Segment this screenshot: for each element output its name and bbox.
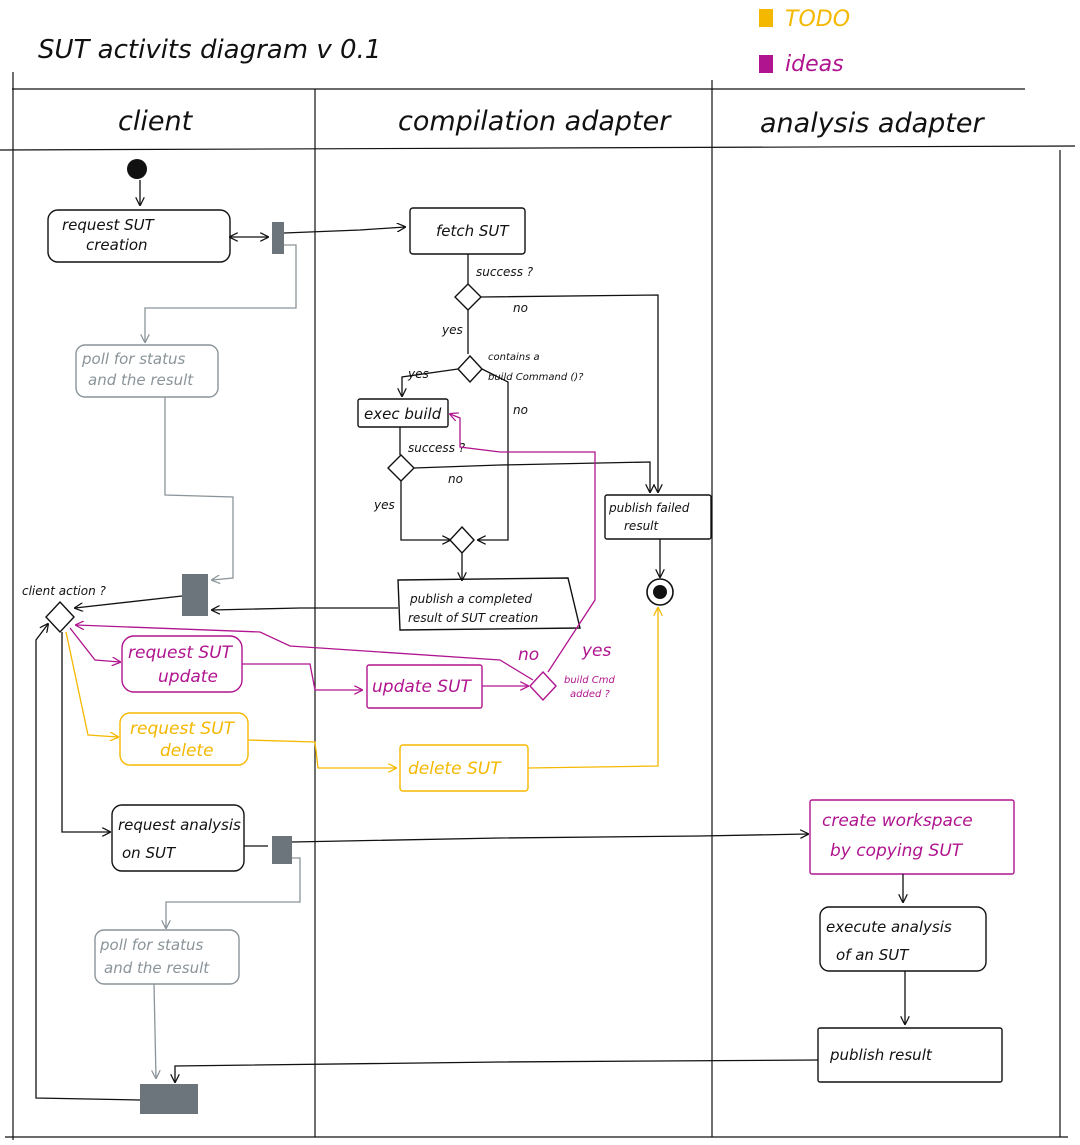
edge-build-cmd-no	[76, 625, 534, 681]
join-bar-2	[140, 1084, 198, 1114]
request-sut-delete-line1: request SUT	[130, 719, 236, 739]
legend-ideas-swatch	[759, 55, 773, 73]
label-no-2: no	[513, 403, 528, 417]
diagram-title: SUT activits diagram v 0.1	[38, 35, 381, 65]
edge-loop-back-to-decision	[35, 624, 141, 1101]
request-sut-creation-line2: creation	[86, 236, 148, 254]
edge-fork-to-fetch	[283, 227, 405, 234]
legend-todo-label: TODO	[785, 7, 850, 32]
edge-build-cmd-yes	[450, 414, 596, 673]
request-analysis-action	[111, 804, 245, 872]
label-no-3: no	[448, 472, 463, 486]
publish-result-label: publish result	[829, 1046, 933, 1064]
publish-completed-line2: result of SUT creation	[408, 611, 538, 625]
label-no-4: no	[518, 645, 539, 665]
legend-ideas: ideas	[759, 52, 844, 77]
publish-completed-action	[397, 577, 581, 631]
edge-to-request-update	[69, 627, 120, 662]
label-yes-3: yes	[373, 498, 395, 512]
edge-build-ok	[400, 481, 450, 540]
request-sut-delete-line2: delete	[160, 741, 214, 761]
publish-result-action	[817, 1027, 1003, 1083]
lane-title-compilation-adapter: compilation adapter	[398, 106, 672, 137]
create-workspace-line2: by copying SUT	[830, 841, 964, 861]
edge-poll-2-to-join	[154, 983, 156, 1078]
poll-status-1-line1: poll for status	[81, 350, 185, 368]
poll-status-action-2	[94, 929, 240, 985]
edge-fork-to-poll	[145, 244, 297, 342]
merge-node	[449, 525, 475, 555]
edge-request-update-to-update	[242, 663, 362, 690]
update-sut-label: update SUT	[372, 677, 473, 697]
publish-failed-line1: publish failed	[608, 501, 690, 515]
label-yes-1: yes	[441, 323, 463, 337]
edge-build-no	[478, 368, 509, 540]
final-node-outer	[646, 578, 674, 606]
create-workspace-action	[809, 799, 1015, 875]
exec-build-label: exec build	[364, 405, 442, 423]
execute-analysis-line2: of an SUT	[836, 946, 910, 964]
edge-poll-to-join-1	[164, 397, 234, 580]
execute-analysis-line1: execute analysis	[826, 918, 952, 936]
decision-client-action	[45, 600, 75, 634]
initial-node	[127, 159, 147, 179]
edge-to-request-analysis	[61, 632, 110, 832]
label-success-2: success ?	[408, 441, 466, 455]
label-build-cmd-added-1: build Cmd	[564, 675, 615, 686]
legend-todo: TODO	[759, 7, 850, 32]
lane-header-line	[0, 145, 1076, 151]
edge-fork-to-create-workspace	[291, 834, 808, 843]
request-sut-delete-action	[119, 712, 249, 766]
edge-request-delete-to-delete	[247, 739, 396, 768]
join-bar-1	[182, 574, 208, 616]
final-node-inner	[653, 585, 667, 599]
label-yes-2: yes	[407, 367, 429, 381]
edge-join-to-decision	[75, 595, 183, 608]
swimlane-grid	[0, 72, 1076, 1140]
fork-bar-1	[272, 222, 284, 254]
edge-build-fail	[413, 461, 650, 492]
lane-title-client: client	[118, 106, 194, 137]
poll-status-2-line2: and the result	[104, 959, 210, 977]
request-sut-update-line1: request SUT	[128, 643, 234, 663]
decision-build-cmd-added	[529, 670, 557, 702]
edge-publish-to-join	[212, 608, 398, 610]
create-workspace-line1: create workspace	[822, 811, 973, 831]
publish-failed-action	[604, 494, 712, 540]
publish-failed-line2: result	[624, 519, 660, 533]
request-sut-creation-line1: request SUT	[62, 216, 156, 234]
lane-title-analysis-adapter: analysis adapter	[760, 108, 985, 139]
edge-build-yes	[402, 368, 459, 396]
edge-delete-to-final	[527, 608, 658, 769]
label-yes-4: yes	[581, 641, 612, 661]
label-no-1: no	[513, 301, 528, 315]
edge-to-request-delete	[65, 631, 118, 737]
request-analysis-line2: on SUT	[122, 844, 177, 862]
request-sut-update-line2: update	[158, 667, 218, 687]
label-contains-build-1: contains a	[488, 352, 540, 363]
label-contains-build-2: build Command ()?	[488, 372, 584, 383]
label-client-action: client action ?	[22, 584, 107, 598]
fork-bar-2	[272, 836, 292, 864]
poll-status-action-1	[75, 344, 219, 398]
decision-fetch-success	[454, 283, 482, 311]
edge-fork-to-poll-2	[166, 857, 301, 928]
label-build-cmd-added-2: added ?	[570, 689, 611, 700]
execute-analysis-action	[819, 906, 987, 972]
poll-status-2-line1: poll for status	[99, 936, 203, 954]
legend-ideas-label: ideas	[785, 52, 844, 77]
delete-sut-label: delete SUT	[408, 759, 502, 779]
request-analysis-line1: request analysis	[118, 816, 241, 834]
legend-todo-swatch	[759, 9, 773, 27]
edge-fetch-fail	[480, 294, 658, 492]
fetch-sut-label: fetch SUT	[436, 222, 510, 240]
edge-publish-result-to-join	[175, 1059, 819, 1082]
decision-build-success	[387, 454, 415, 482]
label-success-1: success ?	[476, 265, 534, 279]
poll-status-1-line2: and the result	[88, 371, 194, 389]
publish-completed-line1: publish a completed	[409, 592, 532, 606]
decision-contains-build	[457, 354, 483, 384]
